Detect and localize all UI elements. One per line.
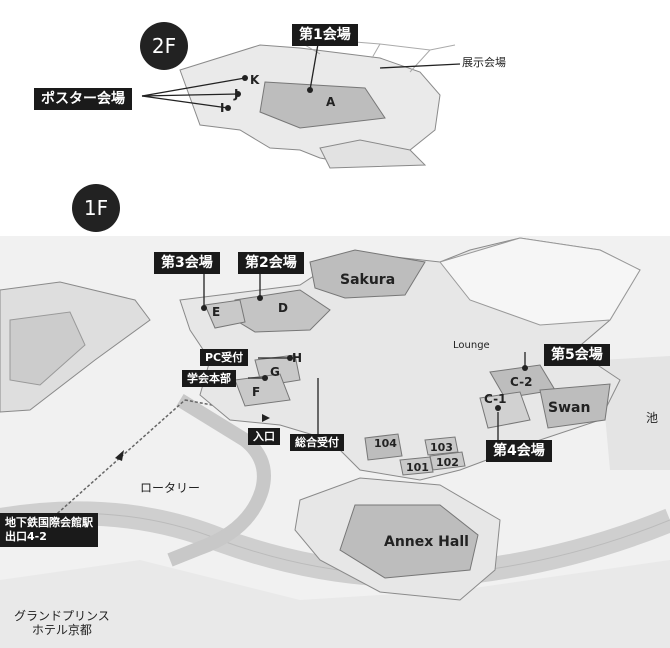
room-g-label: G bbox=[270, 365, 280, 379]
rotary-loop bbox=[167, 394, 271, 567]
hotel-grounds bbox=[0, 560, 670, 648]
hotel-line1: グランドプリンス bbox=[14, 609, 110, 623]
2f-room-a-shape bbox=[259, 81, 386, 129]
room-102-label: 102 bbox=[436, 456, 459, 469]
pond-label: 池 bbox=[646, 411, 659, 425]
annex-hall-label: Annex Hall bbox=[384, 534, 469, 550]
room-i-label: I bbox=[220, 101, 225, 115]
room-c1-label: C-1 bbox=[484, 392, 507, 406]
2f-south-wing bbox=[319, 139, 427, 169]
room-f-label: F bbox=[252, 385, 261, 399]
hall-2-label: 第2会場 bbox=[238, 252, 304, 274]
pc-reception-label: PC受付 bbox=[200, 349, 249, 366]
floor-1f-badge: 1F bbox=[72, 184, 120, 232]
rotary-label: ロータリー bbox=[140, 481, 201, 495]
hall-5-label: 第5会場 bbox=[544, 344, 610, 366]
subway-exit-line1: 地下鉄国際会館駅 bbox=[5, 516, 93, 529]
room-k-label: K bbox=[250, 73, 260, 87]
subway-walkway-arrow bbox=[115, 450, 124, 461]
general-reception-label: 総合受付 bbox=[290, 434, 344, 451]
northeast-hall bbox=[439, 237, 641, 326]
room-103-label: 103 bbox=[430, 441, 453, 454]
hall-3-label: 第3会場 bbox=[154, 252, 220, 274]
room-c1-shape bbox=[479, 391, 531, 429]
room-104-label: 104 bbox=[374, 437, 397, 450]
hotel-label: グランドプリンス ホテル京都 bbox=[14, 609, 110, 638]
room-101-shape bbox=[399, 456, 434, 476]
room-d-label: D bbox=[278, 301, 288, 315]
2f-outer-lines bbox=[299, 39, 456, 73]
hall-1-label: 第1会場 bbox=[292, 24, 358, 46]
road-edge bbox=[0, 512, 670, 577]
room-h-label: H bbox=[292, 351, 303, 365]
swan-label: Swan bbox=[548, 400, 591, 416]
subway-exit-line2: 出口4-2 bbox=[5, 529, 47, 543]
annex-hall-room bbox=[339, 504, 479, 579]
exhibit-hall-label: 展示会場 bbox=[462, 56, 506, 69]
sakura-room bbox=[309, 249, 426, 299]
room-swan-shape bbox=[539, 383, 611, 429]
room-101-label: 101 bbox=[406, 461, 429, 474]
room-a-label: A bbox=[326, 95, 336, 109]
lounge-label: Lounge bbox=[453, 340, 490, 351]
subway-exit-label: 地下鉄国際会館駅 出口4-2 bbox=[0, 513, 98, 547]
west-building-hatch bbox=[9, 311, 86, 386]
entrance-arrow bbox=[262, 414, 270, 422]
room-c2-label: C-2 bbox=[510, 375, 533, 389]
sakura-label: Sakura bbox=[340, 272, 396, 288]
hall-4-label: 第4会場 bbox=[486, 440, 552, 462]
room-104-shape bbox=[364, 433, 403, 461]
subway-walkway bbox=[49, 399, 186, 521]
room-j-label: J bbox=[234, 87, 239, 101]
hotel-line2: ホテル京都 bbox=[31, 622, 92, 637]
poster-hall-label: ポスター会場 bbox=[34, 88, 132, 110]
room-e-shape bbox=[204, 299, 246, 329]
hq-label: 学会本部 bbox=[182, 370, 236, 387]
room-e-label: E bbox=[212, 305, 221, 319]
entrance-label: 入口 bbox=[248, 428, 280, 445]
floor-2f-badge: 2F bbox=[140, 22, 188, 70]
